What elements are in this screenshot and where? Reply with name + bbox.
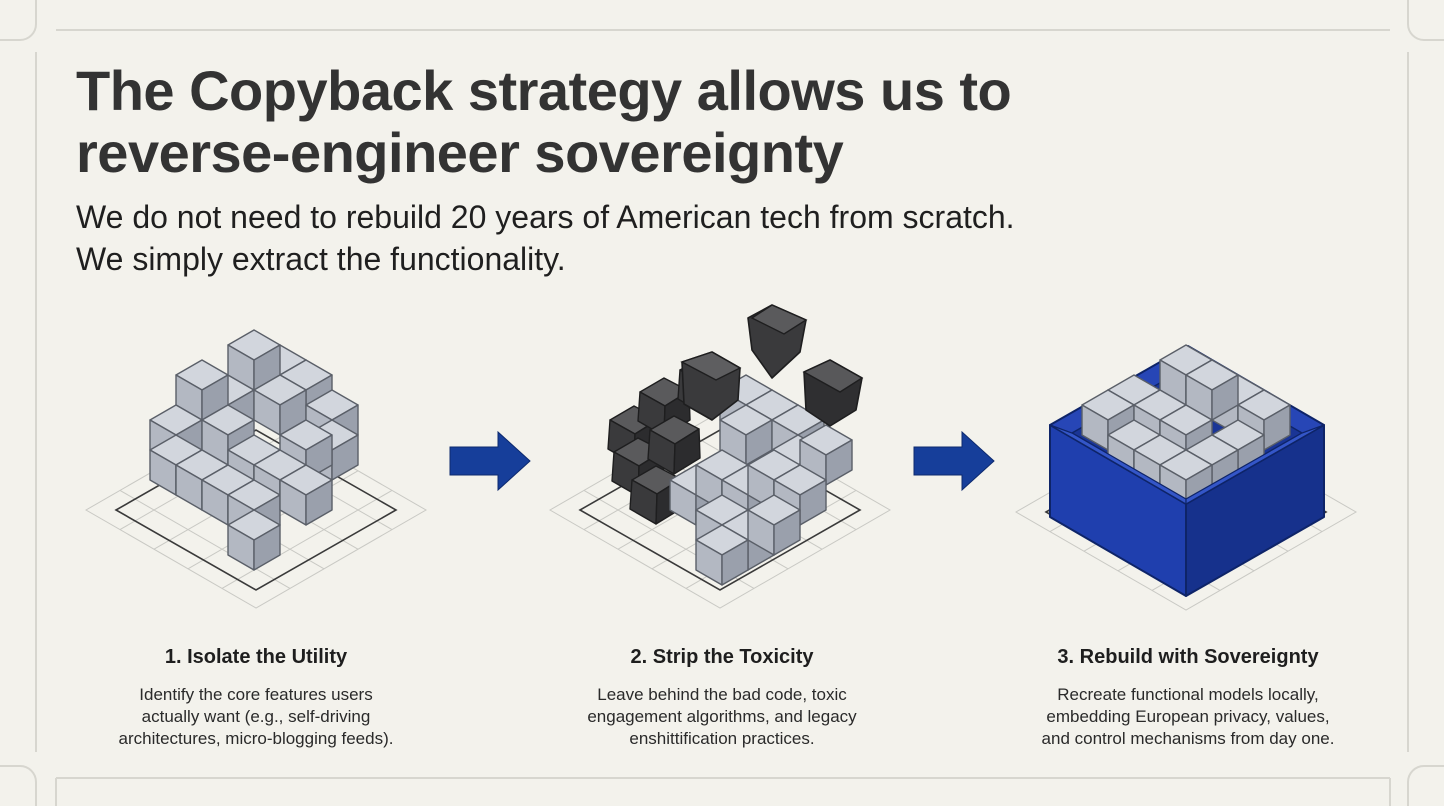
arrow-right-icon [449,430,531,492]
step-description-line: Recreate functional models locally, [1057,685,1319,704]
crumbling-blocks-icon [549,304,891,609]
page-title: The Copyback strategy allows us to rever… [76,60,1276,184]
step-description-line: actually want (e.g., self-driving [141,707,371,726]
blocks-in-blue-container-icon [1015,344,1357,611]
step-description-line: enshittification practices. [629,729,815,748]
page-subtitle-line-2: We simply extract the functionality. [76,241,566,277]
step-title: 2. Strip the Toxicity [630,646,814,668]
step-title: 1. Isolate the Utility [164,646,348,668]
page-title-line-1: The Copyback strategy allows us to [76,59,1012,122]
step-description-line: Leave behind the bad code, toxic [597,685,847,704]
step-description: Recreate functional models locally, embe… [1008,684,1368,750]
step-description-line: Identify the core features users [139,685,373,704]
page-subtitle-line-1: We do not need to rebuild 20 years of Am… [76,199,1015,235]
step-description-line: architectures, micro-blogging feeds). [118,729,394,748]
step-isolate-utility: 1. Isolate the Utility Identify the core… [76,644,436,750]
step-title: 3. Rebuild with Sovereignty [1057,646,1319,668]
arrow-right-icon [913,430,995,492]
step-description-line: engagement algorithms, and legacy [587,707,857,726]
interlocking-blocks-icon [85,329,427,609]
step-description: Identify the core features users actuall… [76,684,436,750]
step-description-line: embedding European privacy, values, [1046,707,1330,726]
page-title-line-2: reverse-engineer sovereignty [76,121,844,184]
step-description: Leave behind the bad code, toxic engagem… [542,684,902,750]
step-strip-toxicity: 2. Strip the Toxicity Leave behind the b… [542,644,902,750]
page-subtitle: We do not need to rebuild 20 years of Am… [76,196,1326,280]
step-description-line: and control mechanisms from day one. [1041,729,1335,748]
step-rebuild-sovereignty: 3. Rebuild with Sovereignty Recreate fun… [1008,644,1368,750]
